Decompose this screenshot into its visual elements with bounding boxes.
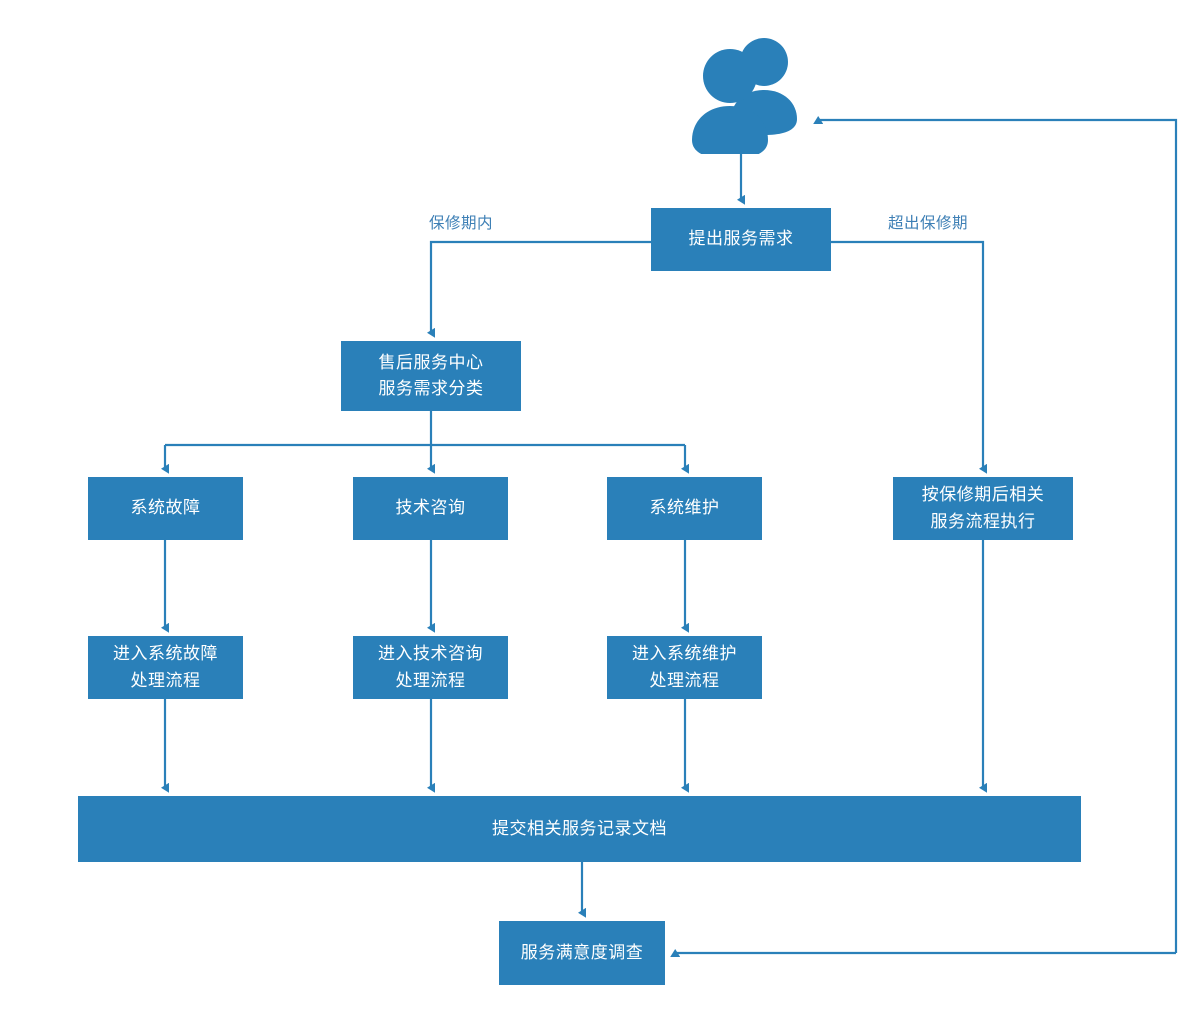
node-satisfaction-survey-label: 服务满意度调查 xyxy=(520,942,644,962)
node-maintenance-handling-flow[interactable]: 进入系统维护 处理流程 xyxy=(607,636,762,699)
node-submit-service-document[interactable]: 提交相关服务记录文档 xyxy=(78,796,1081,862)
node-submit-service-document-label: 提交相关服务记录文档 xyxy=(492,818,667,838)
node-consult-handling-flow[interactable]: 进入技术咨询 处理流程 xyxy=(353,636,508,699)
node-satisfaction-survey[interactable]: 服务满意度调查 xyxy=(499,921,665,985)
node-maintenance-handling-flow-label: 进入系统维护 处理流程 xyxy=(632,644,737,690)
customer-actor xyxy=(688,36,800,159)
node-request[interactable]: 提出服务需求 xyxy=(651,208,831,271)
node-system-fault-label: 系统故障 xyxy=(130,498,201,518)
node-request-label: 提出服务需求 xyxy=(688,229,794,249)
node-post-warranty-process-label: 按保修期后相关 服务流程执行 xyxy=(921,485,1045,531)
node-system-maintenance-label: 系统维护 xyxy=(649,498,720,518)
edge-label-in-warranty: 保修期内 xyxy=(429,215,494,232)
node-technical-consult[interactable]: 技术咨询 xyxy=(353,477,508,540)
node-service-center[interactable]: 售后服务中心 服务需求分类 xyxy=(341,341,521,411)
node-system-fault[interactable]: 系统故障 xyxy=(88,477,243,540)
edge-request-to-center xyxy=(427,240,651,338)
node-technical-consult-label: 技术咨询 xyxy=(395,498,466,518)
edge-request-to-post-warranty xyxy=(831,240,987,474)
edge-return-riser xyxy=(813,116,1178,953)
node-service-center-label: 售后服务中心 服务需求分类 xyxy=(378,352,484,398)
node-fault-handling-flow[interactable]: 进入系统故障 处理流程 xyxy=(88,636,243,699)
node-system-maintenance[interactable]: 系统维护 xyxy=(607,477,762,540)
node-post-warranty-process[interactable]: 按保修期后相关 服务流程执行 xyxy=(893,477,1073,540)
two-people-icon xyxy=(692,38,797,159)
edge-label-out-of-warranty: 超出保修期 xyxy=(888,215,969,232)
node-consult-handling-flow-label: 进入技术咨询 处理流程 xyxy=(378,644,483,690)
node-fault-handling-flow-label: 进入系统故障 处理流程 xyxy=(113,644,218,690)
